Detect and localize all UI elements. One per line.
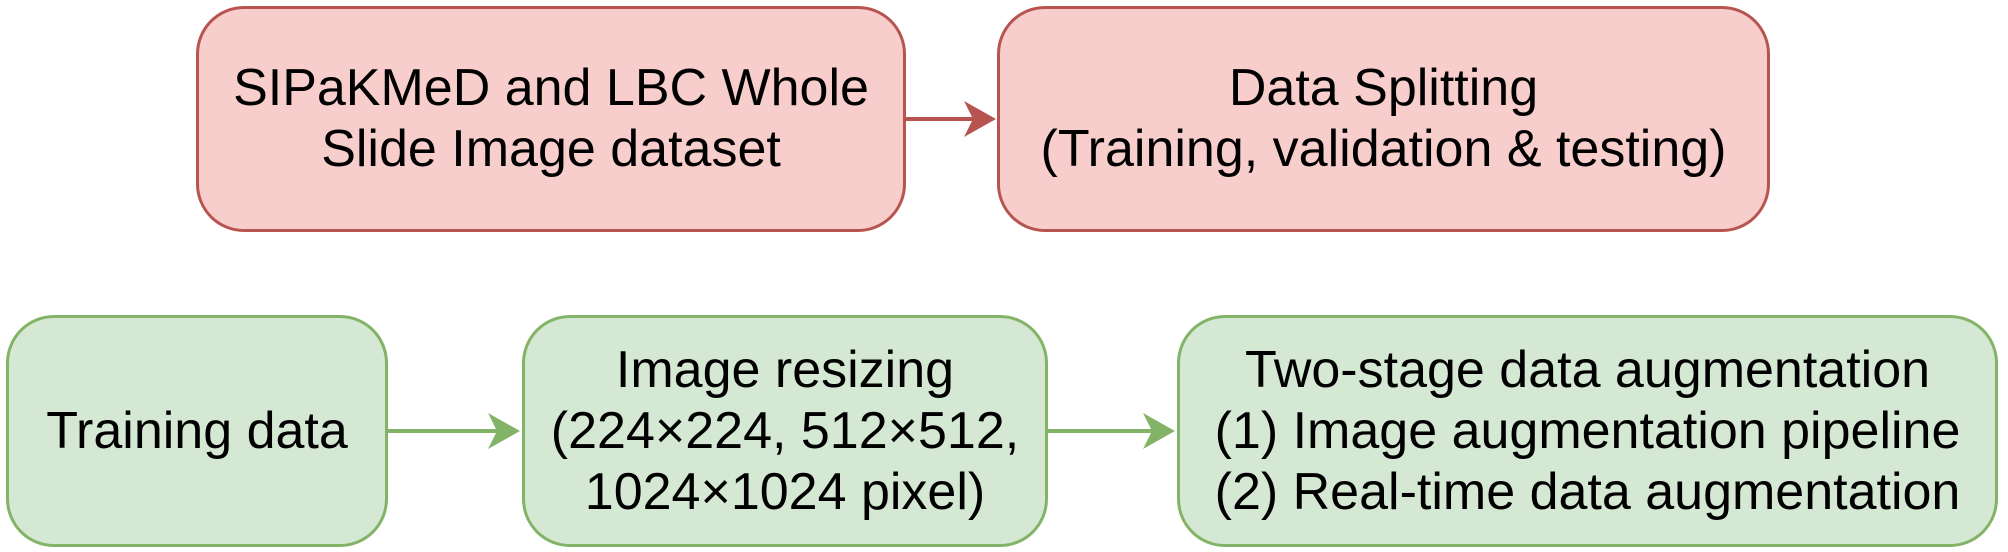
node-data-splitting-line-2: (Training, validation & testing) [1040,120,1727,178]
arrow-training-to-resizing [388,413,520,449]
node-image-resizing-line-3: 1024×1024 pixel) [584,462,986,521]
node-training-data: Training data [6,315,388,547]
arrow-head-icon [964,101,996,137]
node-two-stage-augmentation: Two-stage data augmentation (1) Image au… [1177,315,1998,547]
arrow-resizing-to-augmentation [1048,413,1175,449]
node-dataset: SIPaKMeD and LBC Whole Slide Image datas… [196,6,906,232]
node-two-stage-augmentation-line-1: Two-stage data augmentation [1244,340,1931,399]
node-training-data-line-1: Training data [46,401,348,460]
node-image-resizing-line-1: Image resizing [615,340,955,399]
node-image-resizing: Image resizing (224×224, 512×512, 1024×1… [522,315,1048,547]
arrow-head-icon [1143,413,1175,449]
node-image-resizing-line-2: (224×224, 512×512, [550,401,1020,460]
node-data-splitting: Data Splitting (Training, validation & t… [997,6,1770,232]
node-data-splitting-line-1: Data Splitting [1228,59,1539,117]
node-dataset-line-1: SIPaKMeD and LBC Whole [233,59,869,117]
node-two-stage-augmentation-line-3: (2) Real-time data augmentation [1214,462,1961,521]
arrow-head-icon [488,413,520,449]
arrow-dataset-to-splitting [906,101,996,137]
node-two-stage-augmentation-line-2: (1) Image augmentation pipeline [1214,401,1961,460]
node-dataset-line-2: Slide Image dataset [321,120,781,178]
